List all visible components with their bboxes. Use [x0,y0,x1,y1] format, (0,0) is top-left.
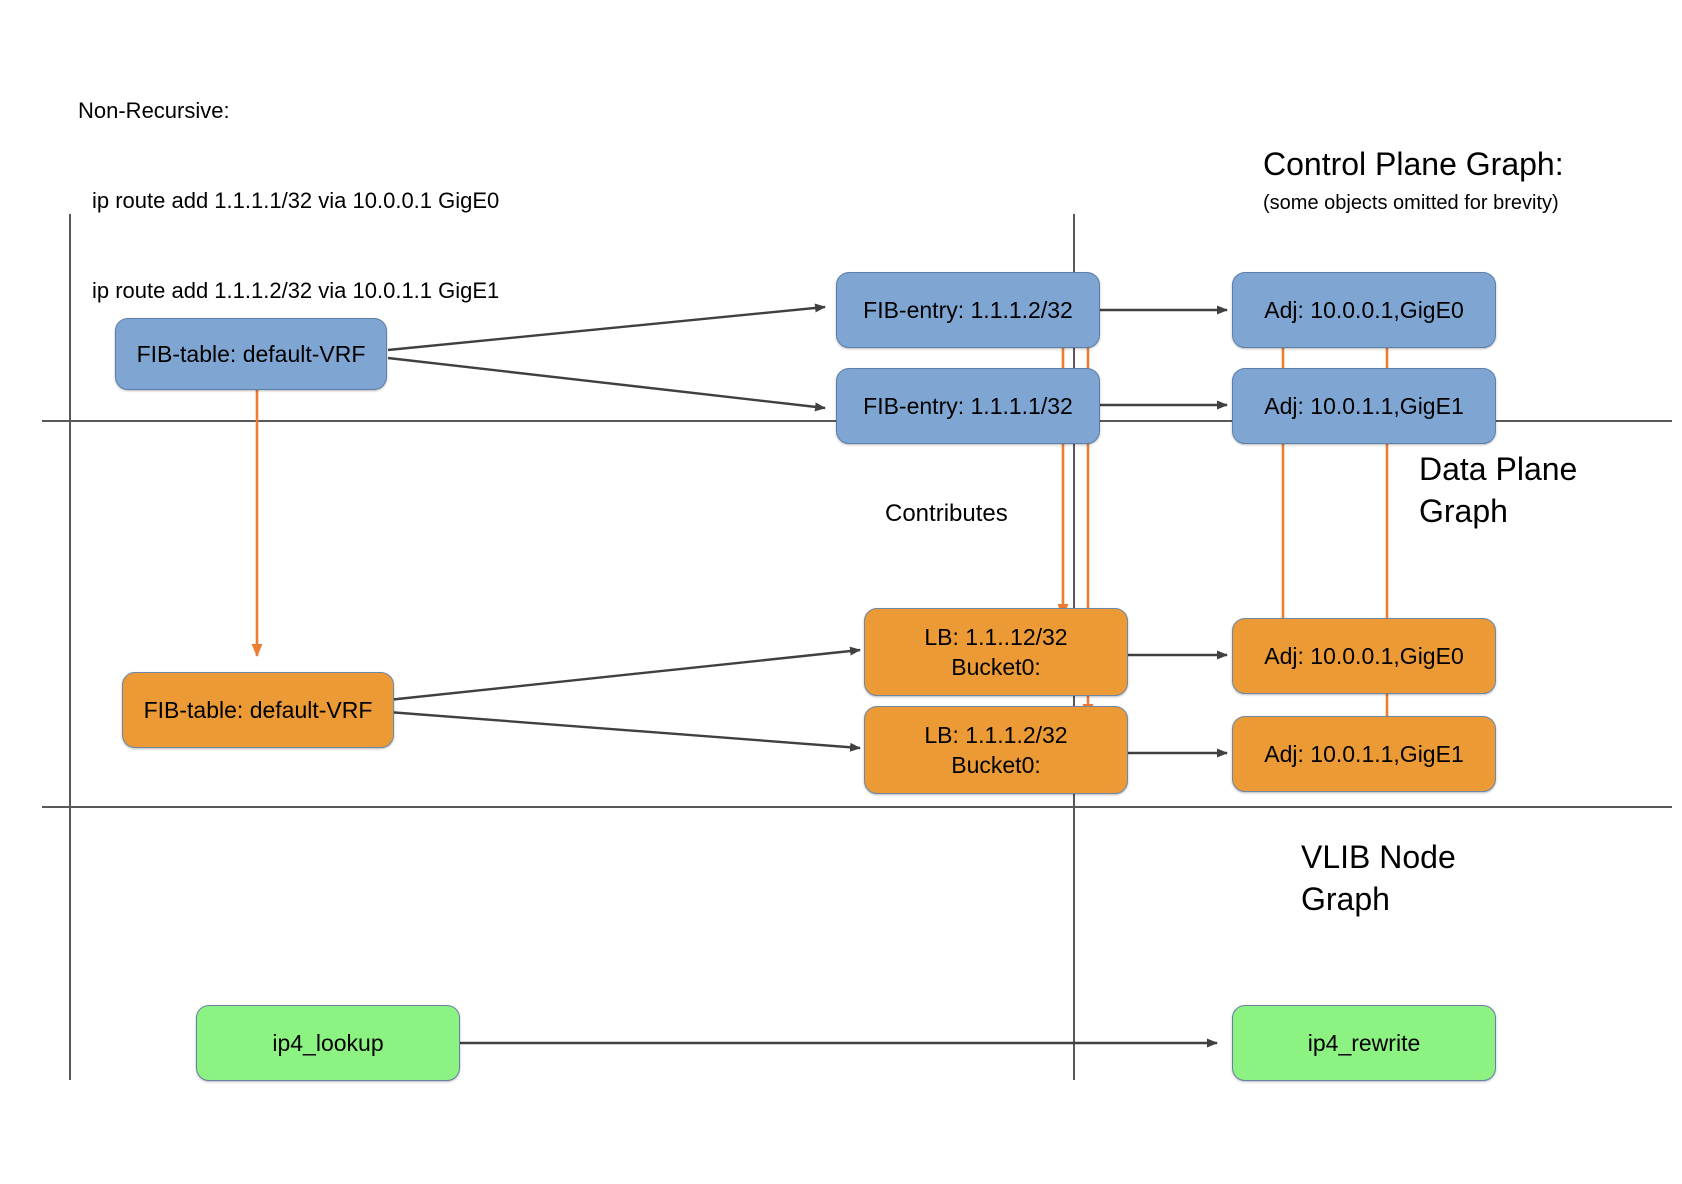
contributes-label: Contributes [885,500,1008,527]
node-label: ip4_rewrite [1307,1030,1421,1056]
divider-vertical-left [69,214,71,1080]
node-control-fib-table[interactable]: FIB-table: default-VRF [115,318,387,390]
node-label-line-1: LB: 1.1.1.2/32 [924,722,1068,748]
data-plane-title-line-2: Graph [1419,493,1508,529]
control-plane-subtitle: (some objects omitted for brevity) [1263,192,1559,214]
node-label-line-2: Bucket0: [951,654,1041,680]
vlib-node-title-line-2: Graph [1301,881,1390,917]
node-data-load-balance-1[interactable]: LB: 1.1..12/32 Bucket0: [864,608,1128,696]
node-label: FIB-table: default-VRF [143,697,373,723]
node-label-line-1: LB: 1.1..12/32 [924,624,1068,650]
node-data-adjacency-2[interactable]: Adj: 10.0.1.1,GigE1 [1232,716,1496,792]
node-label: Adj: 10.0.0.1,GigE0 [1264,643,1464,669]
node-vlib-ip4-lookup[interactable]: ip4_lookup [196,1005,460,1081]
node-label: ip4_lookup [272,1030,384,1056]
node-control-fib-entry-2[interactable]: FIB-entry: 1.1.1.1/32 [836,368,1100,444]
node-label: Adj: 10.0.1.1,GigE1 [1264,741,1464,767]
node-label: FIB-entry: 1.1.1.1/32 [863,393,1073,419]
header-note-line-2: ip route add 1.1.1.1/32 via 10.0.0.1 Gig… [92,188,500,213]
header-note-line-3: ip route add 1.1.1.2/32 via 10.0.1.1 Gig… [92,278,500,303]
node-data-fib-table[interactable]: FIB-table: default-VRF [122,672,394,748]
node-label: FIB-table: default-VRF [136,341,366,367]
node-data-load-balance-2[interactable]: LB: 1.1.1.2/32 Bucket0: [864,706,1128,794]
data-plane-title-line-1: Data Plane [1419,451,1578,487]
control-plane-title: Control Plane Graph: [1263,146,1564,182]
node-data-adjacency-1[interactable]: Adj: 10.0.0.1,GigE0 [1232,618,1496,694]
node-control-adjacency-2[interactable]: Adj: 10.0.1.1,GigE1 [1232,368,1496,444]
node-label: Adj: 10.0.1.1,GigE1 [1264,393,1464,419]
node-label: Adj: 10.0.0.1,GigE0 [1264,297,1464,323]
node-control-adjacency-1[interactable]: Adj: 10.0.0.1,GigE0 [1232,272,1496,348]
header-note: Non-Recursive: ip route add 1.1.1.1/32 v… [78,36,499,366]
header-note-line-1: Non-Recursive: [78,98,230,123]
node-label: FIB-entry: 1.1.1.2/32 [863,297,1073,323]
node-label-line-2: Bucket0: [951,752,1041,778]
node-vlib-ip4-rewrite[interactable]: ip4_rewrite [1232,1005,1496,1081]
node-control-fib-entry-1[interactable]: FIB-entry: 1.1.1.2/32 [836,272,1100,348]
vlib-node-title-line-1: VLIB Node [1301,839,1456,875]
divider-horizontal-data-vlib [42,806,1672,808]
